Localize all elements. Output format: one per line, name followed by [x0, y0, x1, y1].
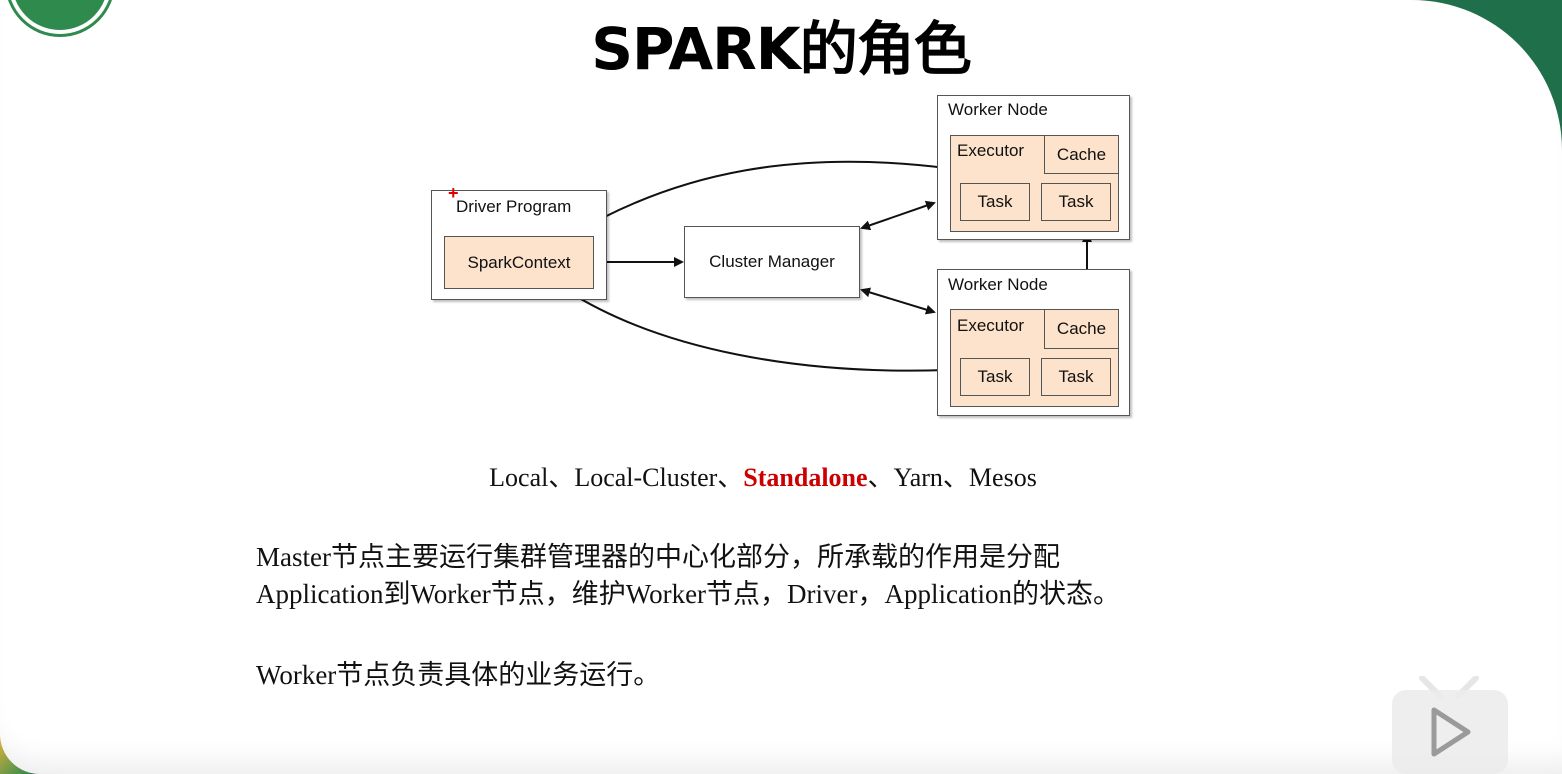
arrow-driver-executor1 [568, 160, 948, 238]
worker-description: Worker节点负责具体的业务运行。 [256, 660, 661, 690]
deployment-modes: Local、Local-Cluster、Standalone、Yarn、Meso… [0, 457, 1526, 494]
modes-before: Local、Local-Cluster、 [489, 463, 744, 492]
play-icon [1431, 707, 1471, 757]
task-label: Task [1058, 367, 1094, 386]
driver-program-box: Driver Program SparkContext [431, 190, 607, 300]
master-description-line1: Master节点主要运行集群管理器的中心化部分，所承载的作用是分配 [256, 542, 1060, 572]
worker-node-1: Worker Node Executor Cache Task Task [937, 95, 1130, 240]
task-box: Task [960, 183, 1030, 221]
cursor-marker: + [448, 183, 459, 203]
executor-label: Executor [957, 316, 1025, 335]
worker-node-label: Worker Node [948, 275, 1048, 294]
driver-program-label: Driver Program [456, 197, 572, 216]
slide-title: SPARK的角色 [591, 15, 971, 83]
spark-context-box: SparkContext [444, 236, 594, 289]
worker-node-2: Worker Node Executor Cache Task Task [937, 269, 1130, 416]
executor-box: Executor Cache Task Task [950, 309, 1119, 407]
arrow-manager-worker2 [860, 287, 936, 315]
master-description-line2: Application到Worker节点，维护Worker节点，Driver，A… [256, 579, 1120, 609]
cache-label: Cache [1056, 319, 1107, 338]
task-label: Task [1058, 192, 1094, 211]
spark-context-label: SparkContext [467, 252, 571, 272]
play-button[interactable] [1392, 690, 1508, 774]
executor-box: Executor Cache Task Task [950, 135, 1119, 232]
worker-node-label: Worker Node [948, 100, 1048, 119]
task-label: Task [977, 192, 1013, 211]
cluster-manager-label: Cluster Manager [709, 252, 835, 271]
modes-after: 、Yarn、Mesos [867, 463, 1037, 492]
cluster-manager-box: Cluster Manager [684, 226, 860, 298]
cache-box: Cache [1044, 135, 1119, 174]
arrow-manager-worker1 [860, 200, 936, 231]
task-label: Task [977, 367, 1013, 386]
executor-label: Executor [957, 141, 1025, 160]
cache-box: Cache [1044, 309, 1119, 349]
task-box: Task [960, 358, 1030, 396]
arrow-driver-executor2 [564, 288, 948, 376]
cache-label: Cache [1056, 144, 1107, 164]
task-box: Task [1041, 183, 1111, 221]
task-box: Task [1041, 358, 1111, 396]
modes-highlight: Standalone [743, 463, 868, 492]
